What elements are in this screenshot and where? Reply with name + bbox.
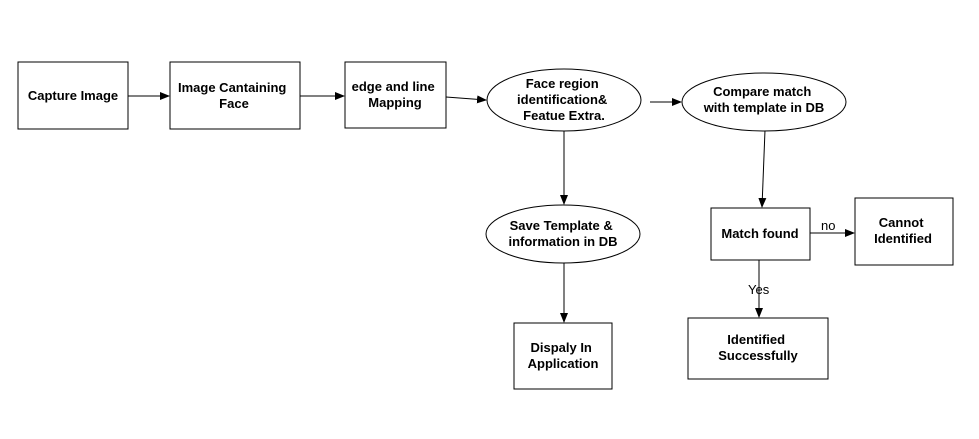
node-identified-successfully: Identified Successfully: [687, 317, 829, 380]
node-display-in-application: Dispaly In Application: [513, 322, 613, 390]
node-identified-line-2: Successfully: [718, 348, 798, 363]
edge-mapping-to-face-region: [445, 95, 487, 104]
node-cannot-identified-line-1: Cannot: [879, 215, 924, 230]
edge-label-yes: Yes: [748, 282, 770, 297]
svg-text:Cannot Identified: Cannot Identified: [874, 215, 932, 246]
svg-text:Capture Image: Capture Image: [28, 88, 118, 103]
node-edge-line-mapping-line-1: edge and line: [352, 79, 435, 94]
node-capture-image-label: Capture Image: [28, 88, 118, 103]
node-face-region-line-2: identification&: [517, 92, 607, 107]
node-cannot-identified: Cannot Identified: [854, 197, 954, 266]
node-display-line-2: Application: [528, 356, 599, 371]
node-image-containing-face: Image Cantaining Face: [169, 61, 301, 130]
svg-text:Match found: Match found: [721, 226, 798, 241]
svg-text:Dispaly In Application: Dispaly In Application: [528, 340, 599, 371]
node-compare-match-line-2: with template in DB: [703, 100, 825, 115]
edge-compare-to-match-found: [758, 129, 767, 208]
node-save-template-line-2: information in DB: [508, 234, 617, 249]
node-display-line-1: Dispaly In: [530, 340, 591, 355]
svg-text:Face region identificati: Face region identification& Featue Extra…: [517, 76, 611, 123]
node-face-region-line-1: Face region: [526, 76, 599, 91]
node-match-found: Match found: [710, 207, 811, 261]
svg-text:Image Cantaining Face: Image Cantaining Face: [178, 80, 290, 111]
node-edge-line-mapping-line-2: Mapping: [368, 95, 421, 110]
node-capture-image: Capture Image: [17, 61, 129, 130]
node-identified-line-1: Identified: [727, 332, 785, 347]
node-compare-match-line-1: Compare match: [713, 84, 811, 99]
node-save-template-line-1: Save Template &: [510, 218, 613, 233]
node-image-containing-face-line-2: Face: [219, 96, 249, 111]
node-cannot-identified-line-2: Identified: [874, 231, 932, 246]
node-image-containing-face-line-1: Image Cantaining: [178, 80, 286, 95]
node-face-region-line-3: Featue Extra.: [523, 108, 605, 123]
node-save-template: Save Template & information in DB: [485, 204, 641, 264]
node-compare-match: Compare match with template in DB: [681, 72, 847, 132]
svg-text:edge and line Mapping: edge and line Mapping: [352, 79, 439, 110]
svg-text:Compare match with templ: Compare match with template in DB: [703, 84, 825, 115]
svg-text:Identified Successfully: Identified Successfully: [718, 332, 798, 363]
node-edge-line-mapping: edge and line Mapping: [344, 61, 447, 129]
node-face-region: Face region identification& Featue Extra…: [486, 68, 642, 132]
svg-text:Save Template & informat: Save Template & information in DB: [508, 218, 617, 249]
edge-label-no: no: [821, 218, 835, 233]
node-match-found-label: Match found: [721, 226, 798, 241]
